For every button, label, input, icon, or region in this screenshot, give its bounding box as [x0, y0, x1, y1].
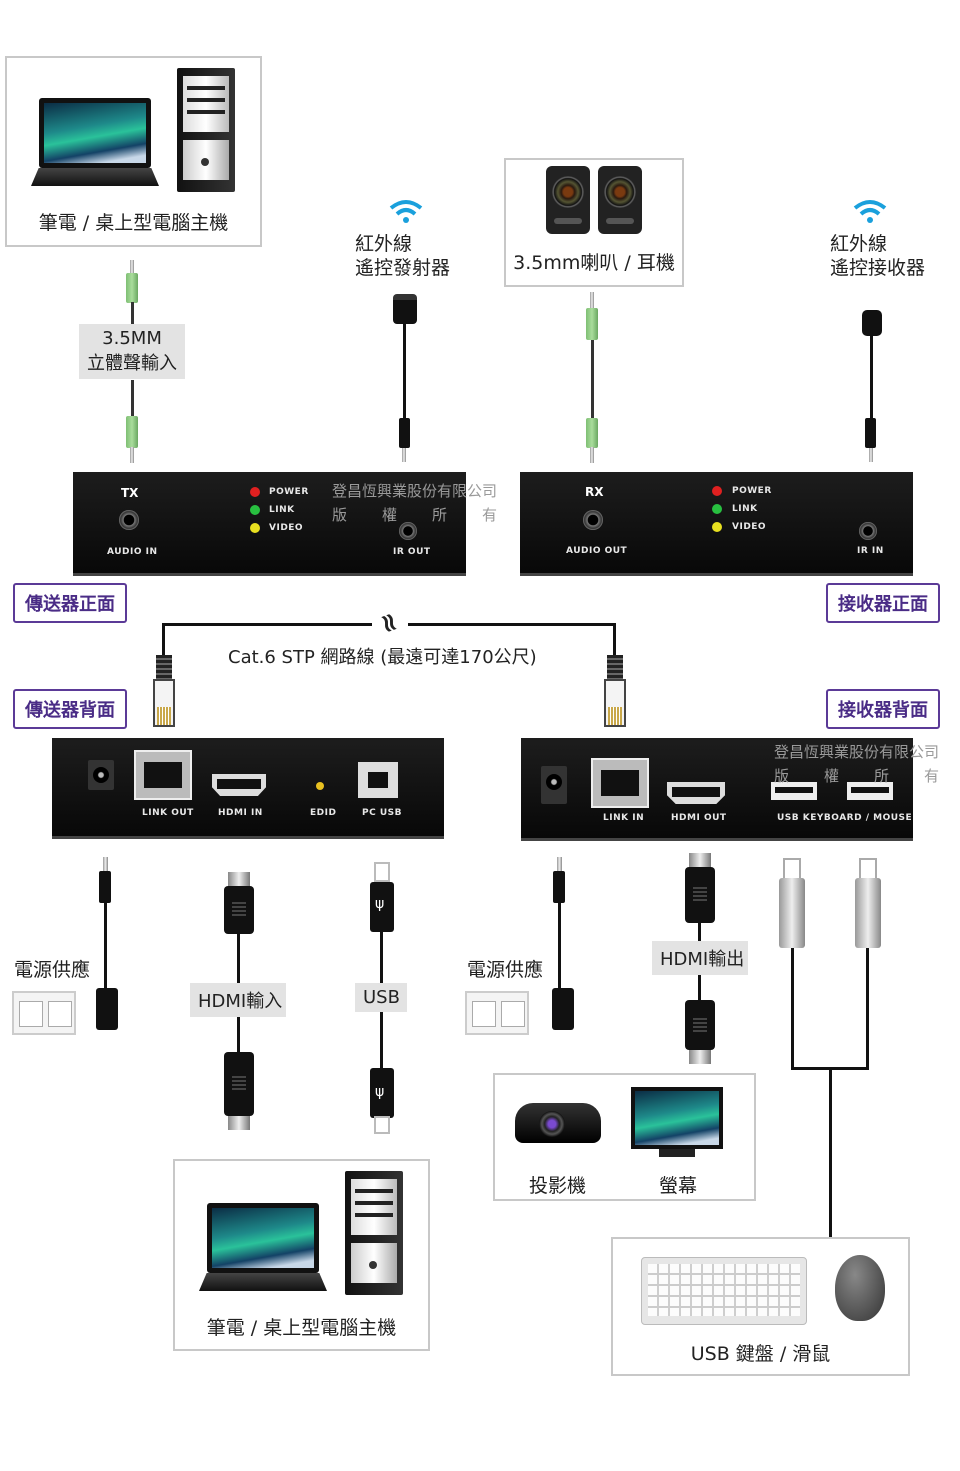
ir-tx-caption: 紅外線 遙控發射器	[355, 233, 451, 279]
tx-back-panel: LINK OUT HDMI IN EDID PC USB	[52, 738, 444, 839]
hdmi-in-label: HDMI輸入	[190, 983, 286, 1017]
watermark-line2: 版權所有	[332, 506, 497, 524]
video-led	[712, 522, 722, 532]
projector-caption: 投影機	[529, 1175, 587, 1197]
keyboard-mouse-caption: USB 鍵盤 / 滑鼠	[690, 1343, 831, 1365]
keyboard-mouse-box: USB 鍵盤 / 滑鼠	[611, 1237, 910, 1376]
pc-usb-label: PC USB	[362, 808, 402, 818]
laptop-icon	[31, 98, 161, 193]
rx-title: RX	[585, 485, 604, 499]
hdmi-out-label: HDMI輸出	[652, 941, 748, 975]
ir-out-jack	[399, 522, 417, 540]
audio-out-label: AUDIO OUT	[566, 546, 628, 556]
speaker-icon	[598, 166, 642, 234]
power-adapter-icon	[96, 988, 118, 1030]
ir-in-label: IR IN	[857, 546, 884, 556]
link-out-label: LINK OUT	[142, 808, 194, 818]
watermark-line2: 版權所有	[774, 767, 939, 785]
edid-led	[316, 782, 324, 790]
dc-jack-icon	[88, 760, 114, 790]
rx-back-panel: LINK IN HDMI OUT USB KEYBOARD / MOUSE	[521, 738, 913, 841]
ir-rx-caption: 紅外線 遙控接收器	[830, 233, 926, 279]
hdmi-in-label: HDMI IN	[218, 808, 263, 818]
dc-jack-icon	[541, 766, 567, 804]
hdmi-port-icon	[667, 782, 725, 804]
audio-in-jack	[119, 510, 139, 530]
hdmi-port-icon	[212, 774, 266, 796]
cat6-label: Cat.6 STP 網路線 (最遠可達170公尺)	[228, 647, 537, 668]
wifi-icon	[853, 200, 887, 223]
power-caption: 電源供應	[467, 959, 544, 981]
wifi-icon	[389, 200, 423, 223]
video-label: VIDEO	[732, 522, 767, 532]
power-label: POWER	[269, 487, 309, 497]
power-led	[250, 487, 260, 497]
monitor-icon	[631, 1087, 723, 1159]
speaker-box: 3.5mm喇叭 / 耳機	[504, 158, 684, 287]
edid-label: EDID	[310, 808, 337, 818]
rj45-port-icon	[134, 750, 192, 800]
usb-a-port-icon	[771, 782, 817, 800]
display-box: 投影機 螢幕	[493, 1073, 756, 1201]
rj45-port-icon	[591, 758, 649, 808]
power-label: POWER	[732, 486, 772, 496]
usb-km-label: USB KEYBOARD / MOUSE	[777, 813, 913, 823]
usb-b-port-icon	[358, 762, 398, 798]
projector-icon	[515, 1103, 601, 1143]
usb-a-port-icon	[847, 782, 893, 800]
ir-receiver-head	[862, 310, 882, 336]
ir-emitter-head	[393, 294, 417, 324]
keyboard-icon	[641, 1257, 807, 1325]
power-led	[712, 486, 722, 496]
speaker-caption: 3.5mm喇叭 / 耳機	[513, 252, 675, 274]
audio-cable-label: 3.5MM 立體聲輸入	[79, 324, 185, 379]
laptop-icon	[199, 1203, 329, 1298]
watermark: 登昌恆興業股份有限公司	[332, 482, 498, 500]
link-label: LINK	[269, 505, 295, 515]
mouse-icon	[835, 1255, 885, 1321]
power-adapter-icon	[552, 988, 574, 1030]
video-label: VIDEO	[269, 523, 304, 533]
power-outlet-icon	[465, 991, 529, 1035]
rx-front-tag: 接收器正面	[826, 583, 940, 623]
tx-back-tag: 傳送器背面	[13, 689, 127, 729]
desktop-tower-icon	[345, 1171, 403, 1295]
power-outlet-icon	[12, 991, 76, 1035]
top-computer-box: 筆電 / 桌上型電腦主機	[5, 56, 262, 247]
bottom-computer-caption: 筆電 / 桌上型電腦主機	[206, 1317, 397, 1339]
tx-title: TX	[121, 486, 139, 500]
watermark: 登昌恆興業股份有限公司	[774, 743, 940, 761]
ir-in-jack	[859, 522, 877, 540]
link-led	[250, 505, 260, 515]
hdmi-out-label: HDMI OUT	[671, 813, 727, 823]
usb-label: USB	[355, 983, 407, 1012]
desktop-tower-icon	[177, 68, 235, 192]
monitor-caption: 螢幕	[659, 1175, 698, 1197]
rx-front-panel: RX AUDIO OUT POWER LINK VIDEO IR IN	[520, 472, 913, 576]
audio-out-jack	[583, 510, 603, 530]
ir-out-label: IR OUT	[393, 547, 431, 557]
top-computer-caption: 筆電 / 桌上型電腦主機	[38, 212, 229, 234]
tx-front-tag: 傳送器正面	[13, 583, 127, 623]
link-label: LINK	[732, 504, 758, 514]
rj45-plug-icon	[604, 655, 626, 727]
bottom-computer-box: 筆電 / 桌上型電腦主機	[173, 1159, 430, 1351]
rj45-plug-icon	[153, 655, 175, 727]
speaker-icon	[546, 166, 590, 234]
video-led	[250, 523, 260, 533]
power-caption: 電源供應	[14, 959, 91, 981]
cable-break-symbol: ≈	[371, 607, 407, 639]
link-led	[712, 504, 722, 514]
link-in-label: LINK IN	[603, 813, 645, 823]
rx-back-tag: 接收器背面	[826, 689, 940, 729]
tx-front-panel: TX AUDIO IN POWER LINK VIDEO IR OUT	[73, 472, 466, 576]
audio-in-label: AUDIO IN	[107, 547, 158, 557]
